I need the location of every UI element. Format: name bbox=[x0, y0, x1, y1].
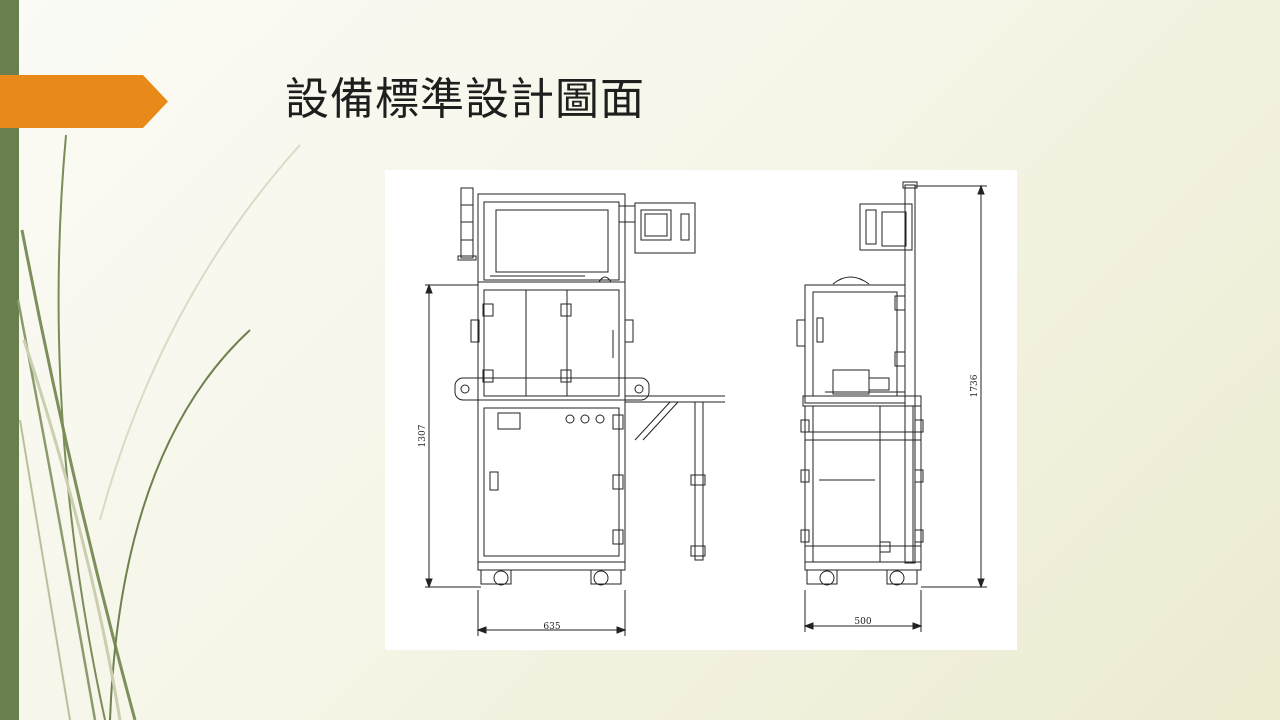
front-width-dimension: 635 bbox=[543, 622, 560, 632]
front-view bbox=[425, 187, 725, 636]
left-accent-bar bbox=[0, 0, 19, 720]
title-accent-tab bbox=[0, 75, 168, 128]
engineering-drawing: 1307 635 1736 500 bbox=[385, 170, 1017, 650]
front-height-dimension: 1307 bbox=[418, 424, 428, 447]
side-view bbox=[796, 181, 987, 632]
side-height-dimension: 1736 bbox=[970, 374, 980, 397]
slide-title: 設備標準設計圖面 bbox=[285, 74, 645, 125]
decorative-grass-strokes bbox=[16, 134, 301, 720]
side-width-dimension: 500 bbox=[854, 617, 871, 627]
